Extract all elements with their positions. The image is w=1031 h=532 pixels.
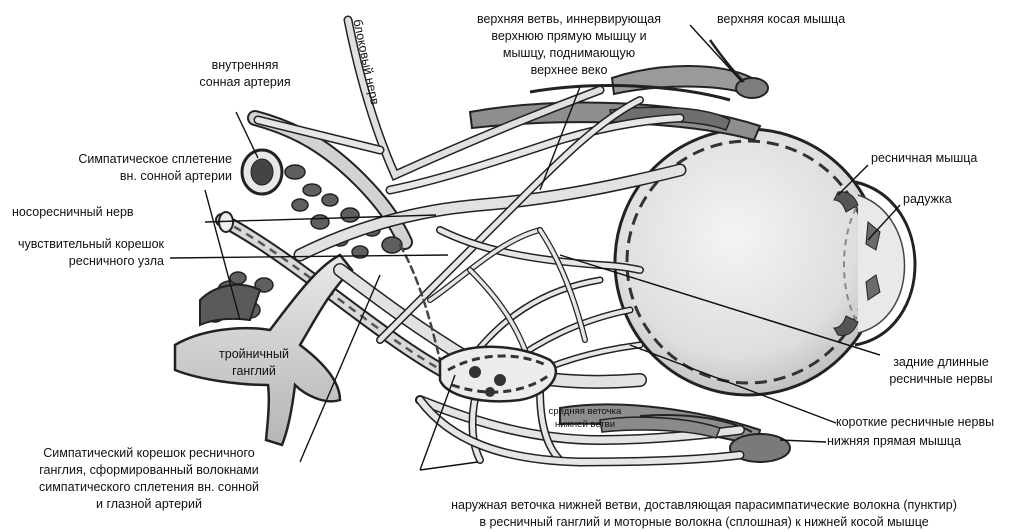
- label-superior-oblique: верхняя косая мышца: [717, 12, 846, 26]
- label-middle-twig-line1: средняя веточка: [548, 406, 622, 417]
- label-long-ciliary-line1: задние длинные: [893, 355, 989, 369]
- label-sympathetic-plexus-line1: Симпатическое сплетение: [78, 152, 232, 166]
- inferior-oblique-muscle: [599, 416, 721, 439]
- label-trigeminal-line2: ганглий: [232, 364, 276, 378]
- label-middle-twig: средняя веточка нижней ветви: [540, 405, 630, 431]
- eyeball: [613, 127, 917, 397]
- label-outer-twig-line2: в ресничный ганглий и моторные волокна (…: [479, 515, 929, 529]
- label-outer-twig: наружная веточка нижней ветви, доставляю…: [394, 497, 1014, 531]
- label-sympathetic-root-line4: и глазной артерий: [96, 497, 202, 511]
- label-trigeminal-ganglion: тройничный ганглий: [208, 346, 300, 380]
- label-upper-branch-line1: верхняя ветвь, иннервирующая: [476, 12, 662, 26]
- label-upper-branch-line4: верхнее веко: [530, 63, 608, 77]
- label-sympathetic-root-line1: Симпатический корешок ресничного: [43, 446, 255, 460]
- label-internal-carotid-line2: сонная артерия: [199, 75, 291, 89]
- label-sympathetic-root-line2: ганглия, сформированный волокнами: [39, 463, 259, 477]
- label-sympathetic-plexus: Симпатическое сплетение вн. сонной артер…: [10, 151, 232, 185]
- label-sensory-root-line2: ресничного узла: [68, 254, 164, 268]
- label-sensory-root: чувствительный корешок ресничного узла: [6, 236, 164, 270]
- label-upper-branch-line2: верхнюю прямую мышцу и: [491, 29, 647, 43]
- label-iris: радужка: [903, 192, 952, 206]
- label-upper-branch: верхняя ветвь, иннервирующая верхнюю пря…: [456, 11, 682, 79]
- label-sympathetic-root-line3: симпатического сплетения вн. сонной: [38, 480, 260, 494]
- label-long-ciliary-line2: ресничные нервы: [889, 372, 993, 386]
- iris-shape: [865, 221, 881, 251]
- trigeminal-ganglion: [173, 253, 354, 447]
- label-middle-twig-line2: нижней ветви: [555, 419, 615, 430]
- ciliary-muscle-shape: [833, 191, 859, 213]
- nerves: [253, 15, 745, 467]
- label-inferior-rectus: нижняя прямая мышца: [827, 434, 962, 448]
- label-long-ciliary-nerves: задние длинные ресничные нервы: [876, 354, 1006, 388]
- leader-lines: [169, 24, 901, 471]
- label-trigeminal-line1: тройничный: [219, 347, 289, 361]
- label-sympathetic-root: Симпатический корешок ресничного ганглия…: [4, 445, 294, 513]
- label-internal-carotid: внутренняя сонная артерия: [180, 57, 310, 91]
- label-upper-branch-line3: мышцу, поднимающую: [502, 46, 636, 60]
- label-internal-carotid-line1: внутренняя: [211, 58, 279, 72]
- ciliary-ganglion: [438, 345, 557, 403]
- label-sympathetic-plexus-line2: вн. сонной артерии: [119, 169, 232, 183]
- label-short-ciliary-nerves: короткие ресничные нервы: [836, 415, 995, 429]
- label-outer-twig-line1: наружная веточка нижней ветви, доставляю…: [451, 498, 957, 512]
- label-nasociliary-nerve: носоресничный нерв: [12, 205, 134, 219]
- label-ciliary-muscle: ресничная мышца: [871, 151, 978, 165]
- label-sensory-root-line1: чувствительный корешок: [17, 237, 164, 251]
